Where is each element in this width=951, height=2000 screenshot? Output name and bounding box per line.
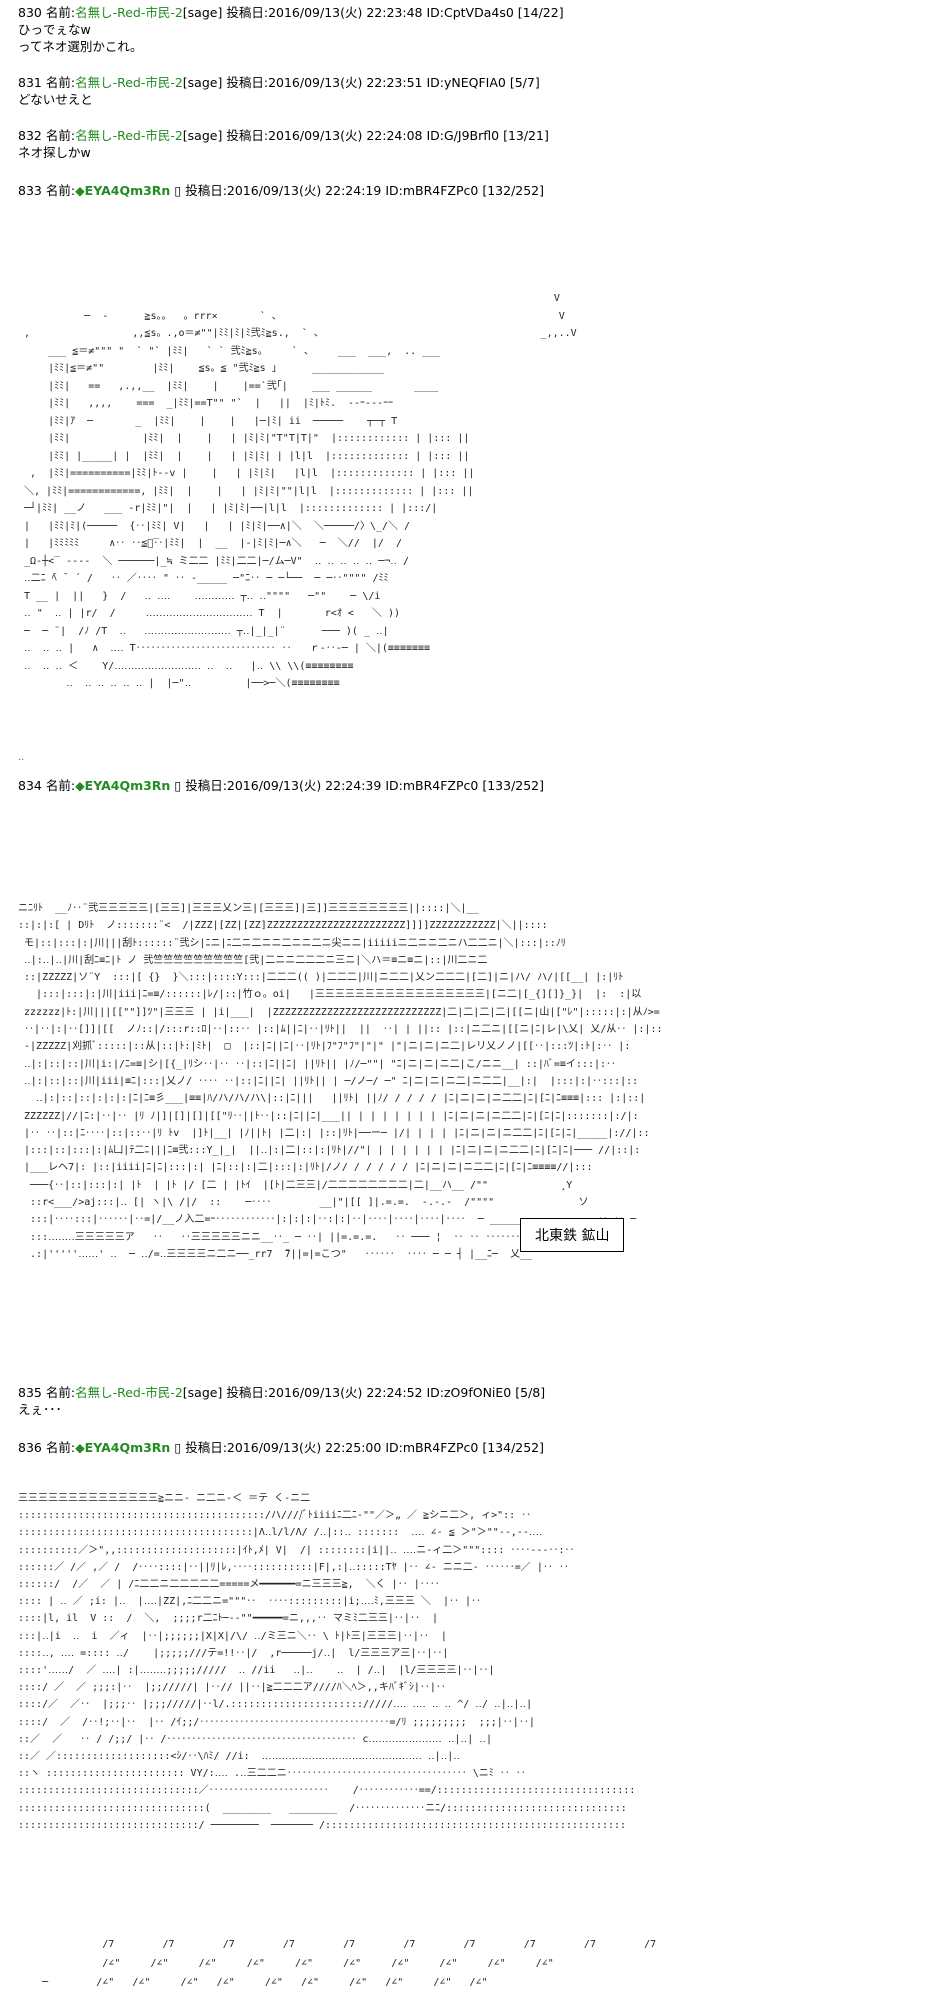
date-label: 投稿日: bbox=[185, 778, 227, 793]
poster-id[interactable]: ID:mBR4FZPc0 bbox=[385, 1440, 479, 1455]
name-label: 名前: bbox=[45, 128, 76, 143]
sage-tag: [sage] bbox=[182, 75, 223, 90]
post-date: 2016/09/13(火) 22:23:51 bbox=[268, 75, 423, 90]
ascii-art-scene-mine: ニﾆﾘﾄ __ﾉ‥¨弐三三三三三|[三三]|三三三乂ン三|[三三三]|三]]三三… bbox=[18, 903, 663, 1260]
date-label: 投稿日: bbox=[226, 128, 269, 143]
post-body-line: ってネオ選別かこれ。 bbox=[18, 39, 143, 54]
post-831: 831 名前:名無し-Red-市民-2[sage] 投稿日:2016/09/13… bbox=[18, 75, 938, 108]
post-count: [5/7] bbox=[509, 75, 540, 90]
post-835: 835 名前:名無し-Red-市民-2[sage] 投稿日:2016/09/13… bbox=[18, 1385, 938, 1418]
poster-name[interactable]: 名無し-Red-市民-2 bbox=[75, 128, 183, 143]
poster-name[interactable]: 名無し-Red-市民-2 bbox=[75, 5, 183, 20]
poster-icon: ▯ bbox=[174, 1440, 182, 1455]
sage-tag: [sage] bbox=[182, 128, 223, 143]
ascii-art-scene-town: V ─ - ≧s。。 。rrr× ` 、 V , ,,≦s。.,o＝≠""|ﾐﾐ… bbox=[24, 293, 577, 689]
post-number[interactable]: 834 bbox=[18, 778, 42, 793]
poster-trip-name[interactable]: ◆EYA4Qm3Rn bbox=[75, 183, 171, 198]
post-number[interactable]: 833 bbox=[18, 183, 42, 198]
post-date: 2016/09/13(火) 22:24:08 bbox=[268, 128, 423, 143]
date-label: 投稿日: bbox=[226, 1385, 269, 1400]
post-date: 2016/09/13(火) 22:25:00 bbox=[226, 1440, 382, 1455]
poster-name[interactable]: 名無し-Red-市民-2 bbox=[75, 75, 183, 90]
post-number[interactable]: 830 bbox=[18, 5, 42, 20]
post-number[interactable]: 831 bbox=[18, 75, 42, 90]
name-label: 名前: bbox=[45, 5, 76, 20]
name-label: 名前: bbox=[45, 1385, 76, 1400]
poster-id[interactable]: ID:CptVDa4s0 bbox=[426, 5, 514, 20]
post-830: 830 名前:名無し-Red-市民-2[sage] 投稿日:2016/09/13… bbox=[18, 5, 938, 55]
post-header: 835 名前:名無し-Red-市民-2[sage] 投稿日:2016/09/13… bbox=[18, 1385, 938, 1401]
post-header: 832 名前:名無し-Red-市民-2[sage] 投稿日:2016/09/13… bbox=[18, 128, 938, 144]
sage-tag: [sage] bbox=[182, 1385, 223, 1400]
poster-id[interactable]: ID:yNEQFIA0 bbox=[426, 75, 506, 90]
post-header: 834 名前:◆EYA4Qm3Rn ▯ 投稿日:2016/09/13(火) 22… bbox=[18, 778, 938, 794]
name-label: 名前: bbox=[45, 1440, 76, 1455]
post-832: 832 名前:名無し-Red-市民-2[sage] 投稿日:2016/09/13… bbox=[18, 128, 938, 161]
post-833: 833 名前:◆EYA4Qm3Rn ▯ 投稿日:2016/09/13(火) 22… bbox=[18, 183, 938, 199]
date-label: 投稿日: bbox=[226, 5, 269, 20]
post-body-line: ネオ探しかw bbox=[18, 145, 91, 160]
post-header: 830 名前:名無し-Red-市民-2[sage] 投稿日:2016/09/13… bbox=[18, 5, 938, 21]
post-836: 836 名前:◆EYA4Qm3Rn ▯ 投稿日:2016/09/13(火) 22… bbox=[18, 1440, 938, 1456]
poster-id[interactable]: ID:mBR4FZPc0 bbox=[385, 778, 479, 793]
poster-icon: ▯ bbox=[174, 183, 182, 198]
name-label: 名前: bbox=[45, 75, 76, 90]
poster-id[interactable]: ID:zO9fONiE0 bbox=[426, 1385, 512, 1400]
poster-id[interactable]: ID:mBR4FZPc0 bbox=[385, 183, 479, 198]
post-number[interactable]: 836 bbox=[18, 1440, 42, 1455]
date-label: 投稿日: bbox=[185, 1440, 227, 1455]
poster-id[interactable]: ID:G/J9Brfl0 bbox=[426, 128, 500, 143]
post-count: [134/252] bbox=[482, 1440, 545, 1455]
post-count: [132/252] bbox=[482, 183, 545, 198]
post-date: 2016/09/13(火) 22:24:19 bbox=[226, 183, 382, 198]
post-date: 2016/09/13(火) 22:23:48 bbox=[268, 5, 423, 20]
post-body-line: ひっでぇなw bbox=[18, 22, 91, 37]
sage-tag: [sage] bbox=[182, 5, 223, 20]
post-count: [5/8] bbox=[515, 1385, 546, 1400]
post-count: [14/22] bbox=[517, 5, 564, 20]
post-body-line: えぇ･･･ bbox=[18, 1402, 62, 1417]
post-header: 836 名前:◆EYA4Qm3Rn ▯ 投稿日:2016/09/13(火) 22… bbox=[18, 1440, 938, 1456]
post-834: 834 名前:◆EYA4Qm3Rn ▯ 投稿日:2016/09/13(火) 22… bbox=[18, 778, 938, 794]
poster-trip-name[interactable]: ◆EYA4Qm3Rn bbox=[75, 1440, 171, 1455]
name-label: 名前: bbox=[45, 183, 76, 198]
post-header: 833 名前:◆EYA4Qm3Rn ▯ 投稿日:2016/09/13(火) 22… bbox=[18, 183, 938, 199]
separator-dots: .. bbox=[18, 752, 25, 763]
ascii-art-scene-interior: 三三三三三三三三三三三三三三≧ニニ‐ ニ二ニ‐＜ ＝テ く‐ニ二 :::::::… bbox=[18, 1493, 638, 1831]
post-date: 2016/09/13(火) 22:24:52 bbox=[268, 1385, 423, 1400]
poster-name[interactable]: 名無し-Red-市民-2 bbox=[75, 1385, 183, 1400]
date-label: 投稿日: bbox=[185, 183, 227, 198]
name-label: 名前: bbox=[45, 778, 76, 793]
poster-trip-name[interactable]: ◆EYA4Qm3Rn bbox=[75, 778, 171, 793]
post-body-line: どないせえと bbox=[18, 92, 93, 107]
post-count: [13/21] bbox=[503, 128, 549, 143]
mine-station-sign: 北東鉄 鉱山 bbox=[520, 1218, 625, 1252]
post-date: 2016/09/13(火) 22:24:39 bbox=[226, 778, 382, 793]
date-label: 投稿日: bbox=[226, 75, 269, 90]
post-number[interactable]: 832 bbox=[18, 128, 42, 143]
poster-icon: ▯ bbox=[174, 778, 182, 793]
ascii-art-rain: /7 /7 /7 /7 /7 /7 /7 /7 /7 /7 /∠" /∠" /∠… bbox=[42, 1939, 657, 1988]
post-count: [133/252] bbox=[482, 778, 545, 793]
post-number[interactable]: 835 bbox=[18, 1385, 42, 1400]
post-header: 831 名前:名無し-Red-市民-2[sage] 投稿日:2016/09/13… bbox=[18, 75, 938, 91]
